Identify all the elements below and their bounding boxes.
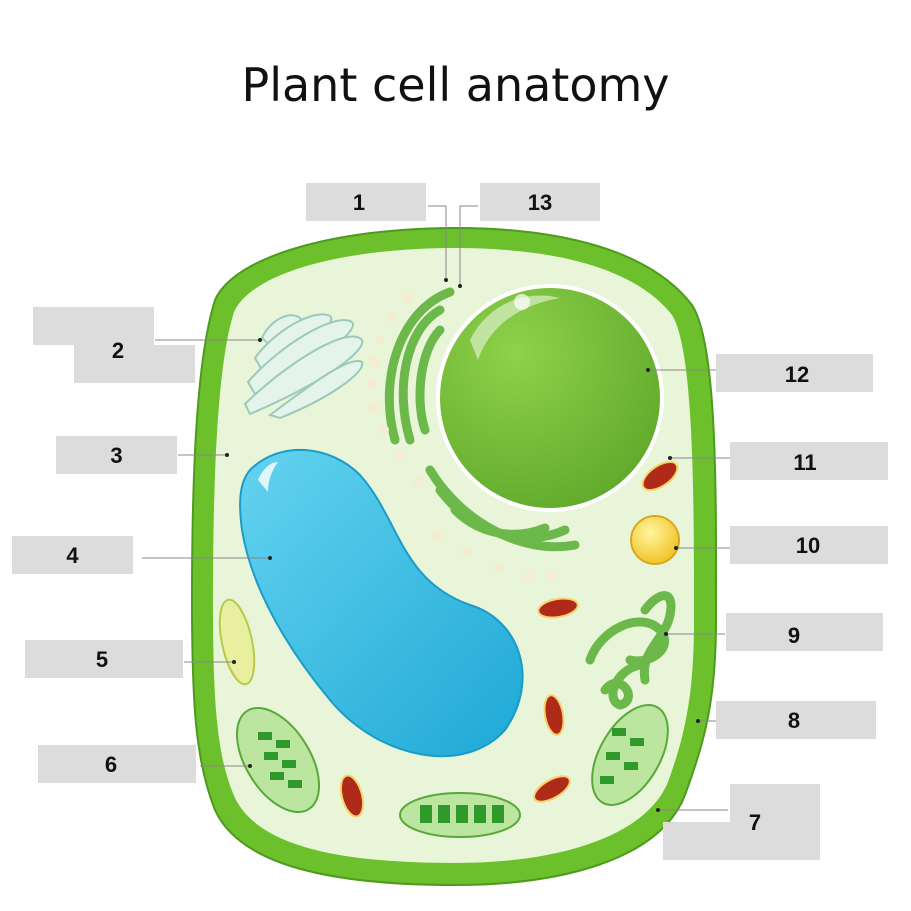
mitochondria bbox=[339, 460, 679, 818]
ribosomes bbox=[367, 293, 557, 581]
label-box-12[interactable] bbox=[716, 354, 873, 392]
lipid-droplet bbox=[630, 515, 680, 565]
label-number-11: 11 bbox=[793, 450, 817, 475]
label-box-5[interactable] bbox=[25, 640, 183, 678]
label-box-2a[interactable] bbox=[33, 307, 154, 345]
label-box-4[interactable] bbox=[12, 536, 133, 574]
nucleolus-spot bbox=[514, 294, 530, 310]
label-number-8: 8 bbox=[787, 708, 801, 733]
label-number-13: 13 bbox=[527, 190, 553, 215]
vacuole-highlight bbox=[258, 462, 278, 492]
label-number-9: 9 bbox=[787, 623, 801, 648]
page-title: Plant cell anatomy bbox=[241, 58, 670, 112]
label-number-10: 10 bbox=[795, 533, 821, 558]
nucleus bbox=[436, 284, 664, 512]
label-box-13[interactable] bbox=[480, 183, 600, 221]
label-box-6[interactable] bbox=[38, 745, 196, 783]
label-number-3: 3 bbox=[110, 443, 123, 468]
label-box-7b[interactable] bbox=[663, 822, 820, 860]
label-box-1[interactable] bbox=[306, 183, 426, 221]
label-number-12: 12 bbox=[784, 362, 810, 387]
label-box-7a[interactable] bbox=[730, 784, 820, 822]
chloroplast-right bbox=[591, 704, 669, 806]
golgi-apparatus bbox=[243, 313, 364, 420]
label-box-10[interactable] bbox=[730, 526, 888, 564]
vacuole bbox=[239, 449, 524, 758]
endoplasmic-reticulum bbox=[384, 287, 580, 552]
leader-lines bbox=[142, 205, 730, 811]
amyloplast bbox=[218, 598, 256, 686]
smooth-er bbox=[585, 591, 676, 710]
label-box-8[interactable] bbox=[716, 701, 876, 739]
leader-dots bbox=[225, 278, 700, 812]
label-box-3[interactable] bbox=[56, 436, 177, 474]
label-number-4: 4 bbox=[66, 543, 79, 568]
label-box-2b[interactable] bbox=[74, 345, 195, 383]
label-box-11[interactable] bbox=[730, 442, 888, 480]
label-number-5: 5 bbox=[95, 647, 109, 672]
label-number-7: 7 bbox=[748, 810, 762, 835]
label-number-1: 1 bbox=[352, 190, 366, 215]
label-number-6: 6 bbox=[104, 752, 118, 777]
label-number-2: 2 bbox=[111, 338, 125, 363]
label-box-9[interactable] bbox=[726, 613, 883, 651]
nucleus-highlight bbox=[470, 295, 560, 360]
chloroplast-left bbox=[235, 706, 321, 814]
chloroplast-bottom bbox=[399, 792, 521, 838]
